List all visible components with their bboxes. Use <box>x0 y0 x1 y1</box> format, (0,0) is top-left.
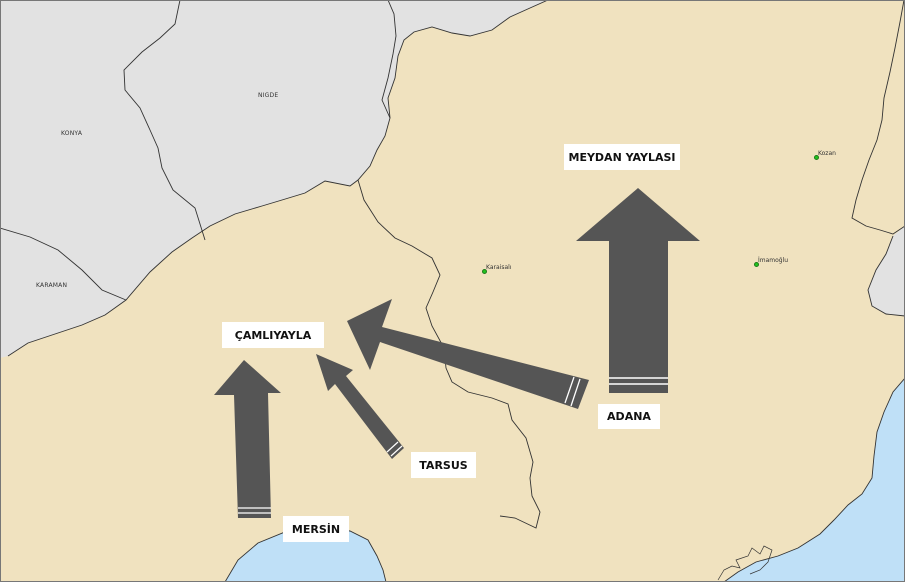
arrow-tarsus-to-camliyayla <box>316 354 404 459</box>
sea-area-east <box>724 378 905 582</box>
province-label-karaman: KARAMAN <box>36 282 68 289</box>
town-label-imamoglu: İmamoğlu <box>758 257 789 264</box>
arrow-adana-to-meydan-yaylasi <box>576 188 700 393</box>
arrow-adana-to-camliyayla <box>347 299 589 409</box>
town-label-kozan: Kozan <box>818 150 836 157</box>
place-label-adana: ADANA <box>598 404 660 429</box>
town-label-karaisali: Karaisalı <box>486 264 512 271</box>
province-borders <box>0 0 905 529</box>
place-label-tarsus: TARSUS <box>411 452 476 478</box>
place-label-meydan-yaylasi: MEYDAN YAYLASI <box>564 144 680 170</box>
province-label-konya: KONYA <box>61 130 83 137</box>
town-dot-icon <box>482 269 487 274</box>
place-label-camliyayla: ÇAMLIYAYLA <box>222 322 324 348</box>
arrow-mersin-to-camliyayla <box>214 360 281 518</box>
town-dot-icon <box>754 262 759 267</box>
town-dot-icon <box>814 155 819 160</box>
neighbor-area-east <box>868 226 905 316</box>
province-label-nigde: NIGDE <box>258 92 279 99</box>
place-label-mersin: MERSİN <box>283 516 349 542</box>
